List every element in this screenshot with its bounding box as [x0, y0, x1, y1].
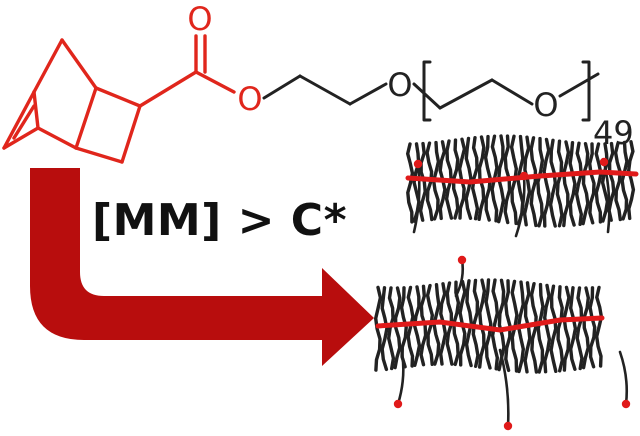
bristle: [490, 278, 500, 371]
bristle: [393, 286, 402, 370]
bent-arrow-icon: [30, 168, 374, 366]
end-group-dot: [519, 171, 529, 181]
bristle: [594, 285, 604, 368]
brush-tail: [412, 162, 421, 234]
end-group-dot: [599, 157, 609, 167]
end-group-dot: [503, 421, 513, 431]
bristle: [522, 135, 532, 227]
bristle: [536, 136, 545, 228]
ester-oxygen-label: O: [237, 80, 262, 118]
brush-tail: [498, 348, 510, 428]
bristle: [587, 142, 596, 225]
bristle: [529, 282, 539, 374]
end-group-dot: [457, 255, 467, 265]
bristle: [386, 286, 396, 371]
bristle: [575, 286, 584, 371]
bristle: [464, 279, 474, 368]
bristle: [581, 141, 590, 226]
bristle: [626, 140, 636, 221]
monomer-structure: [2, 34, 600, 164]
end-group-dot: [621, 399, 631, 409]
bristle: [478, 278, 487, 369]
bristle: [470, 135, 480, 221]
bristle: [373, 285, 383, 372]
bristle: [581, 286, 591, 370]
bristle: [529, 136, 538, 228]
peg-chain: [262, 60, 600, 122]
upper-backbone: [405, 169, 639, 185]
bristle: [620, 140, 629, 221]
bristle: [562, 140, 571, 228]
bristle: [548, 138, 558, 228]
bristle: [542, 137, 551, 228]
bristle: [574, 141, 584, 226]
repeat-oxygen-label: O: [533, 86, 558, 124]
bristle: [412, 285, 422, 367]
norbornene-ring: [2, 38, 142, 164]
bristle: [457, 137, 467, 220]
lower-backbone: [375, 315, 605, 333]
bristle: [568, 140, 577, 227]
bristle: [588, 286, 597, 369]
brush-tail: [514, 174, 526, 238]
bottlebrush-polymer-icon: [373, 134, 639, 431]
bristle: [613, 141, 622, 222]
bristle: [562, 285, 571, 372]
brush-tail: [602, 160, 611, 234]
bristle: [464, 136, 473, 220]
bristle: [556, 285, 565, 373]
bristle: [542, 283, 552, 374]
bristle: [594, 142, 603, 224]
bristle: [419, 284, 428, 367]
brush-tail: [396, 350, 405, 406]
bristle: [471, 278, 480, 368]
ester-group: [138, 34, 236, 108]
bristle: [484, 278, 493, 370]
end-group-dot: [393, 399, 403, 409]
chain-end-groups: [393, 157, 631, 431]
reaction-condition-label: [MM] > C*: [92, 195, 348, 246]
bristle: [549, 284, 558, 373]
carbonyl-oxygen-label: O: [187, 0, 212, 38]
bristle: [555, 139, 564, 228]
bristle: [380, 286, 389, 372]
bristle: [536, 282, 545, 374]
bristle: [406, 285, 415, 368]
brush-tail: [618, 350, 629, 406]
bristle: [418, 141, 427, 222]
bristle: [600, 142, 610, 223]
end-group-dot: [413, 159, 423, 169]
bristle: [568, 286, 578, 371]
ether-oxygen-label: O: [387, 66, 412, 104]
bristle: [503, 279, 512, 373]
bristle: [405, 142, 415, 224]
bristle: [477, 135, 486, 221]
